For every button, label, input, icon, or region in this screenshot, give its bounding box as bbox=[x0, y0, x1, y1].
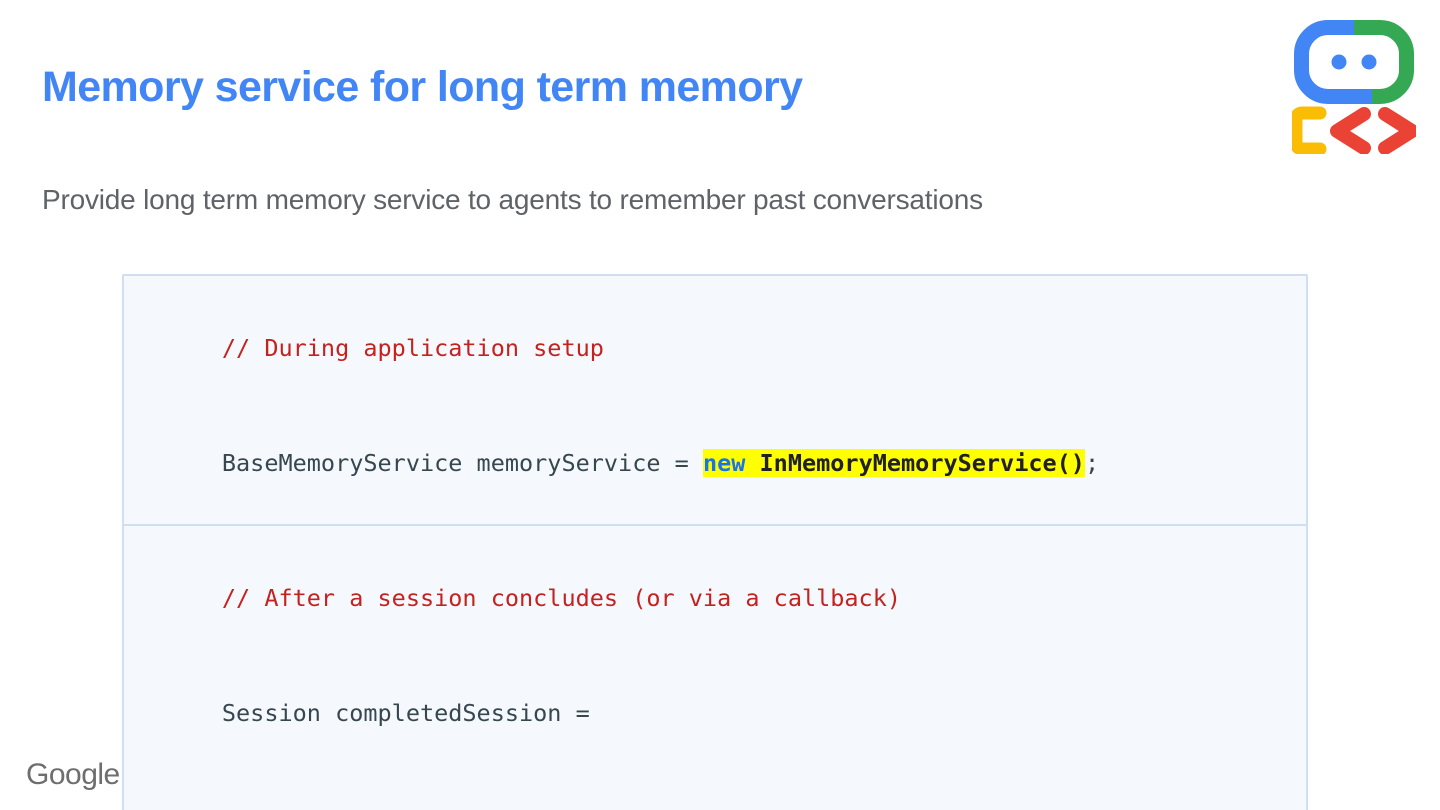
page-title: Memory service for long term memory bbox=[42, 63, 803, 111]
code-token-plain: ; bbox=[1084, 449, 1100, 477]
adk-robot-logo bbox=[1289, 18, 1419, 156]
code-block-session-concludes: // After a session concludes (or via a c… bbox=[122, 524, 1308, 810]
slide-subtitle: Provide long term memory service to agen… bbox=[42, 184, 983, 215]
chevron-left-icon bbox=[1330, 107, 1371, 155]
code-line: BaseMemoryService memoryService = new In… bbox=[137, 406, 1306, 522]
robot-eye-right bbox=[1361, 54, 1377, 70]
google-wordmark: Google bbox=[26, 758, 120, 791]
code-line: // After a session concludes (or via a c… bbox=[137, 540, 1306, 656]
code-bracket-icon bbox=[1289, 106, 1327, 156]
code-line: sessionService.getSession(...).blockingG… bbox=[137, 771, 1306, 810]
chevron-right-icon bbox=[1378, 107, 1419, 155]
code-token-comment: // After a session concludes (or via a c… bbox=[221, 583, 902, 612]
code-line: Session completedSession = bbox=[137, 656, 1306, 772]
code-token-keyword: new bbox=[702, 449, 746, 477]
code-token-comment: // During application setup bbox=[221, 333, 604, 362]
code-highlight-memory-service: new InMemoryMemoryService() bbox=[702, 449, 1085, 477]
code-token-plain: BaseMemoryService memoryService = bbox=[221, 449, 703, 477]
code-token-plain: Session completedSession = bbox=[221, 699, 590, 727]
robot-head-outline-blue bbox=[1294, 20, 1372, 104]
code-line: // During application setup bbox=[137, 290, 1306, 406]
code-token-plain: InMemoryMemoryService() bbox=[745, 449, 1085, 477]
robot-head-outline-green bbox=[1354, 20, 1414, 104]
robot-eye-left bbox=[1331, 54, 1347, 70]
